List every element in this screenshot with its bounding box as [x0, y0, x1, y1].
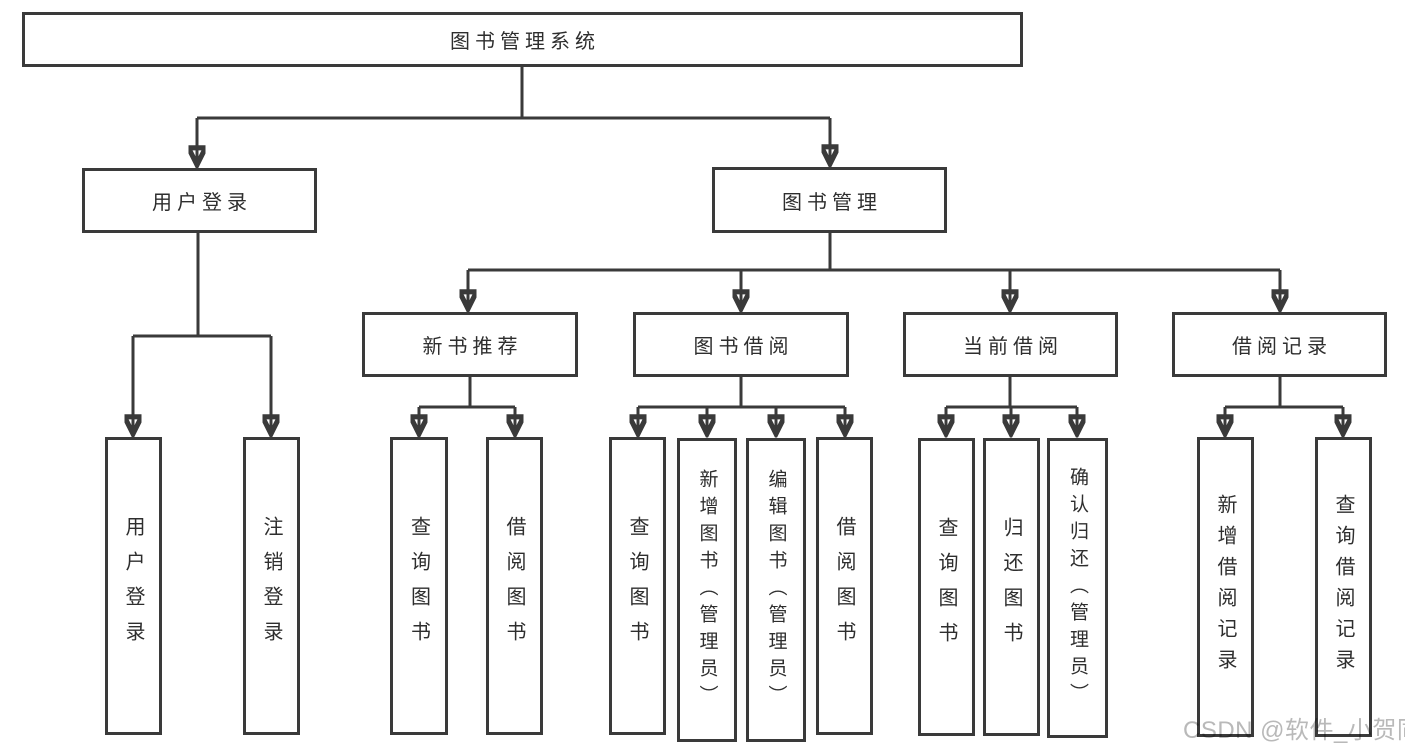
leaf-query-book-current: 查询图书	[918, 438, 975, 736]
node-borrow-records: 借阅记录	[1172, 312, 1387, 377]
node-book-management: 图书管理	[712, 167, 947, 233]
leaf-borrow-book-recommend: 借阅图书	[486, 437, 543, 735]
node-user-login: 用户登录	[82, 168, 317, 233]
node-book-borrow: 图书借阅	[633, 312, 849, 377]
leaf-add-borrow-record: 新增借阅记录	[1197, 437, 1254, 737]
leaf-edit-book-admin: 编辑图书（管理员）	[746, 438, 806, 742]
node-new-book-recommend: 新书推荐	[362, 312, 578, 377]
leaf-logout: 注销登录	[243, 437, 300, 735]
leaf-return-book: 归还图书	[983, 438, 1040, 736]
leaf-add-book-admin: 新增图书（管理员）	[677, 438, 737, 742]
node-current-borrow: 当前借阅	[903, 312, 1118, 377]
leaf-confirm-return-admin: 确认归还（管理员）	[1047, 438, 1108, 738]
leaf-query-borrow-record: 查询借阅记录	[1315, 437, 1372, 737]
leaf-borrow-book: 借阅图书	[816, 437, 873, 735]
leaf-user-login: 用户登录	[105, 437, 162, 735]
leaf-query-book-borrow: 查询图书	[609, 437, 666, 735]
leaf-query-book-recommend: 查询图书	[390, 437, 448, 735]
csdn-watermark: CSDN @软件_小贺同学	[1183, 717, 1405, 744]
node-root-system: 图书管理系统	[22, 12, 1023, 67]
